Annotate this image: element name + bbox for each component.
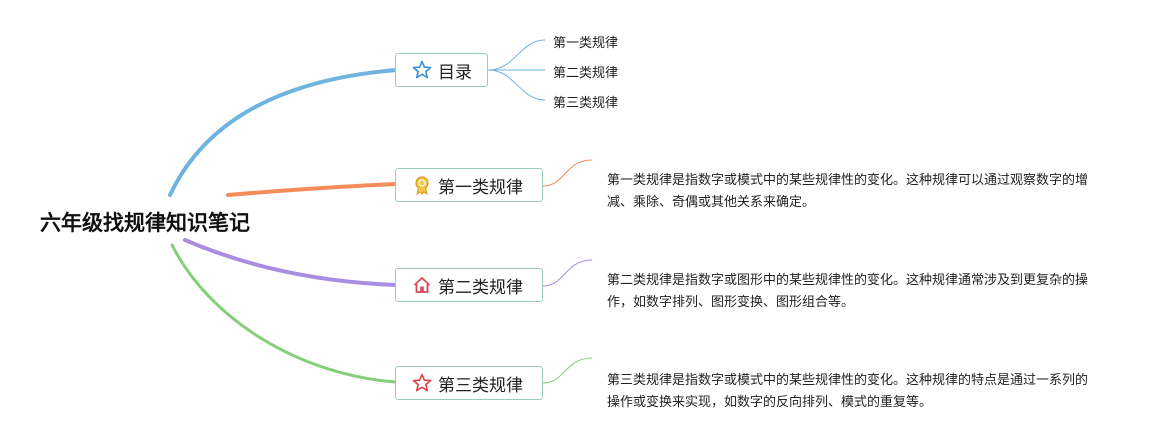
branch-node-type3[interactable]: 第三类规律 xyxy=(395,366,543,400)
desc-connector-type2 xyxy=(542,259,593,287)
root-topic[interactable]: 六年级找规律知识笔记 xyxy=(40,211,250,235)
description-type1[interactable]: 第一类规律是指数字或模式中的某些规律性的变化。这种规律可以通过观察数字的增减、乘… xyxy=(607,173,1089,210)
star-outline-icon xyxy=(412,60,432,80)
branch-label-type3: 第三类规律 xyxy=(438,375,523,396)
branch-label-contents: 目录 xyxy=(438,62,472,83)
branch-node-type1[interactable]: 第一类规律 xyxy=(395,168,543,202)
branch-label-type2: 第二类规律 xyxy=(438,277,523,298)
award-icon xyxy=(412,175,432,195)
desc-connector-type1 xyxy=(542,159,593,187)
contents-item-3[interactable]: 第三类规律 xyxy=(553,96,619,111)
contents-item-2[interactable]: 第二类规律 xyxy=(553,66,619,81)
star-outline-icon xyxy=(412,373,432,393)
sub-connector-1 xyxy=(487,39,546,71)
branch-connector-contents xyxy=(168,68,398,197)
branch-node-contents[interactable]: 目录 xyxy=(395,53,488,87)
description-type3[interactable]: 第三类规律是指数字或模式中的某些规律性的变化。这种规律的特点是通过一系列的操作或… xyxy=(607,373,1089,410)
branch-label-type1: 第一类规律 xyxy=(438,177,523,198)
contents-item-1[interactable]: 第一类规律 xyxy=(553,36,619,51)
sub-connector-3 xyxy=(487,69,546,101)
house-icon xyxy=(412,275,432,295)
desc-connector-type3 xyxy=(542,357,593,384)
branch-connector-type1 xyxy=(226,182,398,197)
branch-node-type2[interactable]: 第二类规律 xyxy=(395,268,543,302)
description-type2[interactable]: 第二类规律是指数字或图形中的某些规律性的变化。这种规律通常涉及到更复杂的操作，如… xyxy=(607,273,1089,310)
branch-connector-type3 xyxy=(170,243,398,384)
branch-connector-type2 xyxy=(183,238,398,287)
